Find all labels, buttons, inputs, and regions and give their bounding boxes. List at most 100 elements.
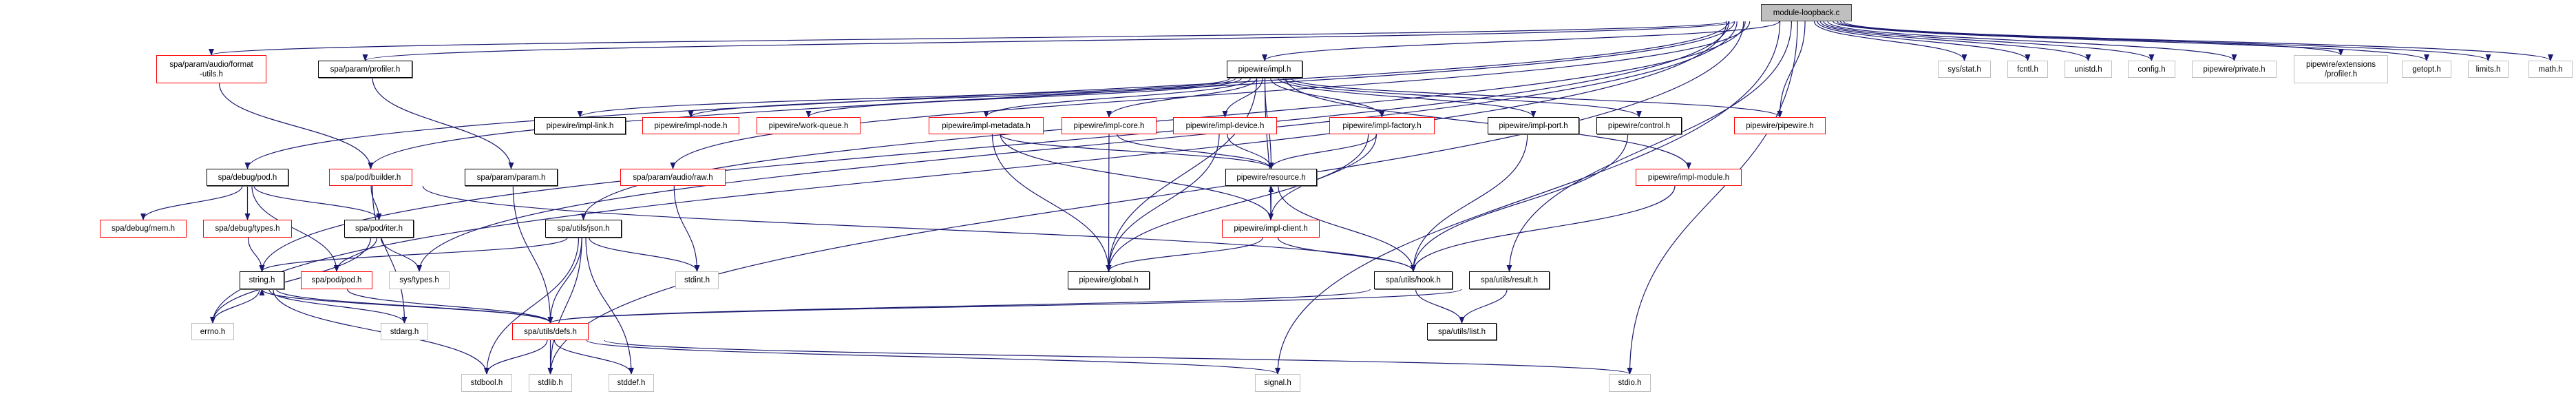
node-sysstat[interactable]: sys/stat.h [1938,61,1991,78]
node-hook[interactable]: spa/utils/hook.h [1374,271,1453,289]
node-implnode[interactable]: pipewire/impl-node.h [642,117,739,134]
edge-root-to-getopt [1837,21,2429,61]
node-defs[interactable]: spa/utils/defs.h [512,323,589,340]
node-implmodule[interactable]: pipewire/impl-module.h [1636,169,1742,186]
node-list[interactable]: spa/utils/list.h [1427,323,1497,340]
node-resource[interactable]: pipewire/resource.h [1225,169,1317,186]
edge-implmodule-to-hook [1411,185,1676,272]
node-unistd[interactable]: unistd.h [2065,61,2112,78]
edge-debugpod-to-iter [253,185,382,220]
node-string[interactable]: string.h [240,271,284,289]
node-workqueue[interactable]: pipewire/work-queue.h [757,117,861,134]
edge-impldevice-to-resource [1227,134,1274,169]
node-getopt[interactable]: getopt.h [2402,61,2451,78]
node-config[interactable]: config.h [2128,61,2175,78]
edge-defs-to-stdio [604,340,1632,375]
edge-impl-to-control [1282,77,1642,118]
node-impllink[interactable]: pipewire/impl-link.h [534,117,626,134]
edge-root-to-fcntl [1817,21,2031,61]
edge-impl-to-implnode [688,77,1236,118]
edge-implclient-to-global [1106,237,1263,272]
node-debugpod[interactable]: spa/debug/pod.h [207,169,288,186]
node-errno[interactable]: errno.h [191,323,234,340]
node-global[interactable]: pipewire/global.h [1068,271,1150,289]
edge-string-to-stdarg [268,289,408,324]
edge-impl-to-implmodule [1285,77,1691,169]
edge-root-to-math [1843,21,2553,61]
edge-json-to-stdint [589,237,700,272]
edge-resource-to-hook [1278,185,1416,272]
edge-debugpod-to-pod [251,185,339,272]
edge-root-to-private [1827,21,2237,61]
edge-defs-to-stdbool [484,340,548,375]
node-iter[interactable]: spa/pod/iter.h [344,220,414,238]
node-formatutils[interactable]: spa/param/audio/format -utils.h [156,55,266,83]
node-stdio[interactable]: stdio.h [1609,374,1651,392]
node-pod[interactable]: spa/pod/pod.h [301,271,372,289]
edge-string-to-stdbool [273,289,489,375]
edge-root-to-stdio [1627,21,1798,375]
edge-defs-to-stddef [553,340,634,375]
node-stdbool[interactable]: stdbool.h [461,374,512,392]
node-debugmem[interactable]: spa/debug/mem.h [100,220,187,238]
node-stdint[interactable]: stdint.h [675,271,719,289]
node-impl[interactable]: pipewire/impl.h [1227,61,1302,78]
node-stdarg[interactable]: stdarg.h [381,323,428,340]
edge-root-to-spaprofiler [363,21,1735,61]
edge-impldevice-to-global [1106,134,1220,272]
node-stdlib[interactable]: stdlib.h [529,374,572,392]
node-extprofiler[interactable]: pipewire/extensions /profiler.h [2294,55,2388,83]
edge-spaprofiler-to-param [372,77,514,169]
edge-param-to-defs [512,185,553,324]
edge-impl-to-implfactory [1269,77,1385,118]
node-pipewire[interactable]: pipewire/pipewire.h [1734,117,1826,134]
node-stddef[interactable]: stddef.h [609,374,654,392]
edge-impl-to-impllink [577,77,1231,118]
edge-implmetadata-to-resource [1000,134,1274,169]
node-result[interactable]: spa/utils/result.h [1469,271,1550,289]
node-implmetadata[interactable]: pipewire/impl-metadata.h [929,117,1044,134]
node-fcntl[interactable]: fcntl.h [2007,61,2048,78]
edge-implmetadata-to-global [991,134,1112,272]
edge-implport-to-hook [1411,134,1528,272]
edge-impl-to-pipewire [1289,77,1783,118]
node-systypes[interactable]: sys/types.h [389,271,450,289]
node-implcore[interactable]: pipewire/impl-core.h [1062,117,1157,134]
node-control[interactable]: pipewire/control.h [1596,117,1682,134]
edge-impl-to-global [1106,77,1258,272]
node-implfactory[interactable]: pipewire/impl-factory.h [1329,117,1435,134]
edge-builder-to-iter [370,185,382,220]
node-implclient[interactable]: pipewire/impl-client.h [1222,220,1320,238]
node-param[interactable]: spa/param/param.h [465,169,558,186]
edge-root-to-builder [368,21,1735,169]
node-root[interactable]: module-loopback.c [1761,4,1852,21]
edge-implfactory-to-global [1106,134,1369,272]
node-limits[interactable]: limits.h [2468,61,2509,78]
edge-result-to-list [1459,289,1508,324]
edge-builder-to-stdarg [372,185,408,324]
edge-impl-to-implport [1277,77,1537,118]
edge-string-to-errno [210,289,260,324]
edge-impl-to-impldevice [1222,77,1263,118]
edge-root-to-stdlib [547,21,1744,375]
node-signal[interactable]: signal.h [1255,374,1300,392]
edge-control-to-hook [1411,134,1629,272]
edge-defs-to-string [259,289,551,324]
edge-impl-to-implcore [1106,77,1258,118]
node-spaprofiler[interactable]: spa/param/profiler.h [318,61,412,78]
node-implport[interactable]: pipewire/impl-port.h [1488,117,1579,134]
node-math[interactable]: math.h [2529,61,2573,78]
edge-root-to-impl [1262,21,1780,61]
node-impldevice[interactable]: pipewire/impl-device.h [1173,117,1277,134]
node-private[interactable]: pipewire/private.h [2192,61,2277,78]
edge-builder-to-hook [422,185,1416,272]
node-debugtypes[interactable]: spa/debug/types.h [203,220,292,238]
edge-implclient-to-hook [1277,237,1416,272]
node-builder[interactable]: spa/pod/builder.h [329,169,412,186]
node-json[interactable]: spa/utils/json.h [545,220,622,238]
edge-hook-to-list [1415,289,1465,324]
node-raw[interactable]: spa/param/audio/raw.h [620,169,726,186]
edge-root-to-sysstat [1813,21,1967,61]
edge-root-to-formatutils [209,21,1727,56]
